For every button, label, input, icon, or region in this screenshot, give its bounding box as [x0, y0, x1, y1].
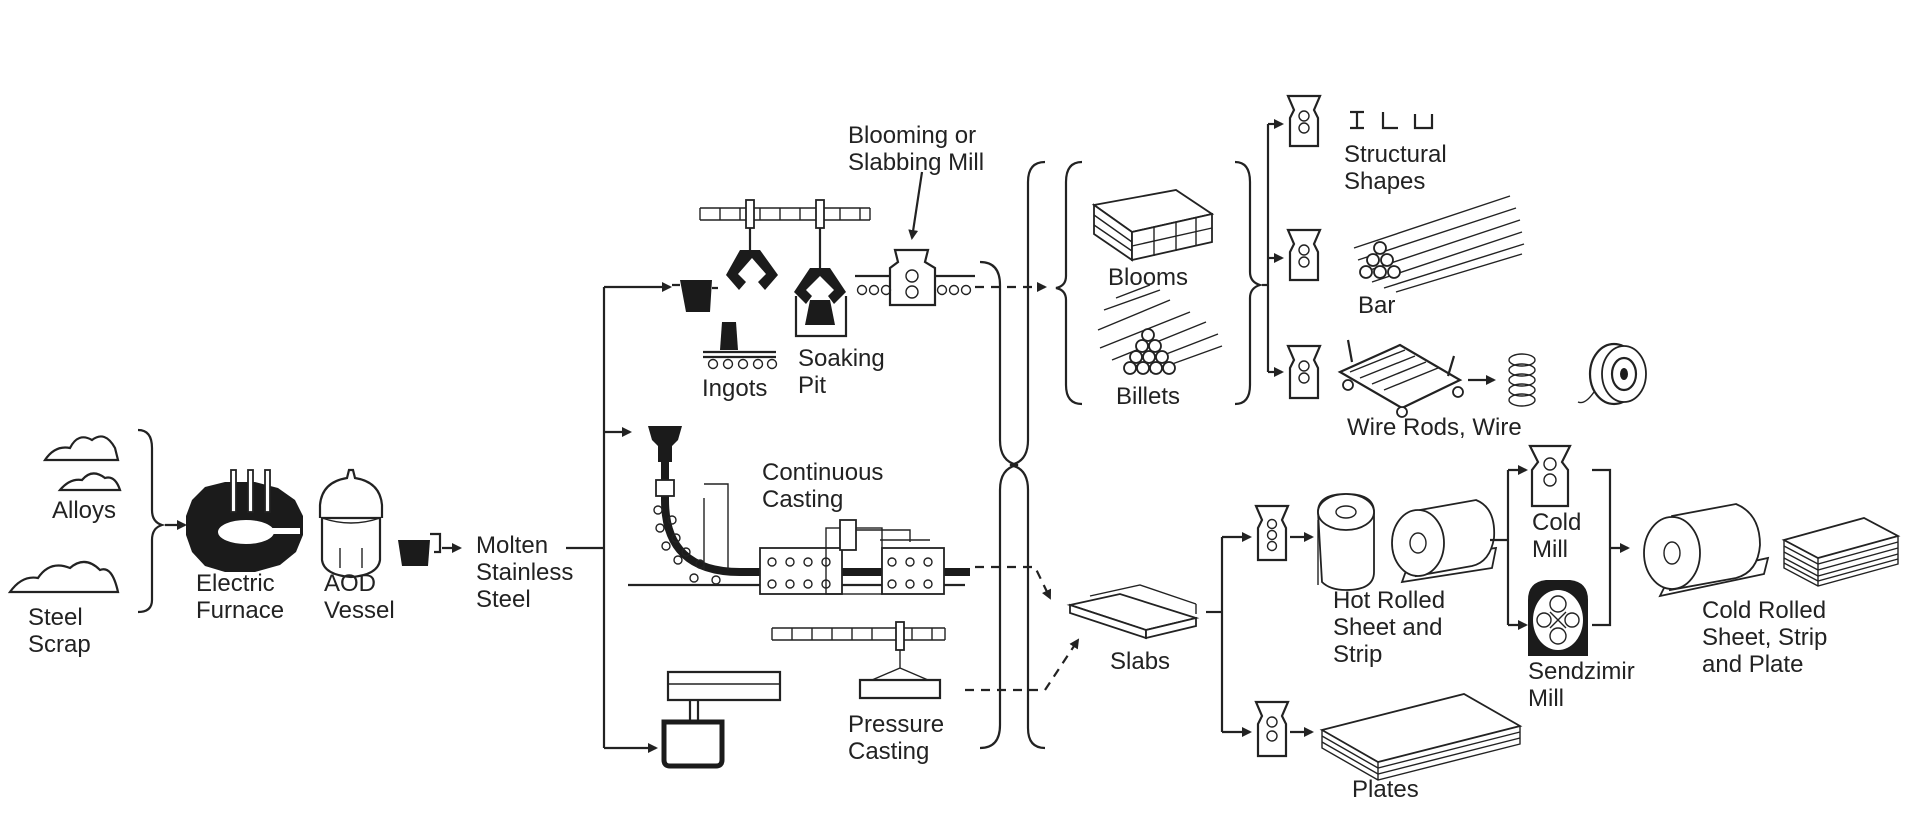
- cold-rolled-sheet-stack-icon: [1781, 517, 1901, 587]
- molten-steel-label: Molten Stainless Steel: [476, 532, 574, 613]
- plates-icon: [1319, 693, 1523, 781]
- soaking-pit-icon: [794, 296, 848, 338]
- structural-shapes-icon: [1350, 110, 1434, 130]
- plate-mill-stand-icon: [1254, 700, 1290, 758]
- steel-scrap-label: Steel Scrap: [28, 604, 91, 658]
- sendzimir-mill-label: Sendzimir Mill: [1528, 658, 1635, 712]
- crane-rail-icon: [699, 199, 871, 229]
- structural-mill-stand-icon: [1286, 94, 1322, 148]
- aod-vessel-icon: [318, 468, 384, 579]
- blooms-icon: [1091, 189, 1215, 262]
- semifinished-brace: [1009, 160, 1046, 750]
- casting-output-brace: [979, 260, 1019, 750]
- bar-mill-stand-icon: [1286, 228, 1322, 282]
- cold-merge-bracket: [1592, 468, 1612, 627]
- blooms-billets-brace: [1055, 160, 1083, 406]
- raw-material-brace: [137, 428, 166, 614]
- wire-spool-icon: [1577, 342, 1647, 406]
- alloys-label: Alloys: [52, 497, 117, 524]
- ingot-mold-icon: [672, 280, 718, 312]
- wire-coil-icon: [1508, 353, 1536, 407]
- plates-label: Plates: [1352, 776, 1419, 803]
- alloys-pile-icon: [42, 435, 122, 492]
- continuous-casting-label: Continuous Casting: [762, 459, 884, 513]
- sendzimir-mill-icon: [1528, 580, 1588, 656]
- blooming-mill-icon: [855, 248, 975, 307]
- cold-rolled-coil-icon: [1643, 503, 1770, 598]
- rod-mill-stand-icon: [1286, 344, 1322, 400]
- steel-scrap-pile-icon: [7, 560, 120, 594]
- bar-bundle-icon: [1353, 195, 1525, 293]
- hot-strip-mill-stand-icon: [1254, 504, 1290, 562]
- ingots-label: Ingots: [702, 375, 768, 402]
- cold-mill-stand-icon: [1528, 444, 1572, 508]
- pressure-casting-label: Pressure Casting: [848, 711, 945, 765]
- slabs-label: Slabs: [1110, 648, 1171, 675]
- ladle-icon: [398, 532, 442, 566]
- hot-rolled-strip-coil-icon: [1391, 499, 1498, 584]
- electric-furnace-icon: [186, 469, 303, 572]
- cold-rolled-label: Cold Rolled Sheet, Strip and Plate: [1702, 597, 1828, 678]
- dashed-continuous-to-slabs: [975, 565, 1052, 600]
- soaking-pit-label: Soaking Pit: [798, 345, 885, 399]
- billets-label: Billets: [1116, 383, 1181, 410]
- pressure-casting-crane-icon: [771, 621, 946, 700]
- hot-rolled-coil-icon: [1317, 493, 1375, 591]
- pressure-casting-mold-icon: [661, 670, 782, 769]
- blooming-mill-label: Blooming or Slabbing Mill: [848, 122, 985, 176]
- structural-shapes-label: Structural Shapes: [1344, 141, 1447, 195]
- ingot-tong-crane-icon: [726, 228, 778, 290]
- bar-label: Bar: [1358, 292, 1396, 319]
- wire-rods-label: Wire Rods, Wire: [1347, 414, 1522, 441]
- aod-vessel-label: AOD Vessel: [324, 570, 395, 624]
- hot-rolled-label: Hot Rolled Sheet and Strip: [1333, 587, 1446, 668]
- ingots-icon: [703, 322, 778, 370]
- slabs-icon: [1066, 584, 1200, 640]
- blooms-label: Blooms: [1108, 264, 1189, 291]
- dashed-pressure-to-slabs: [965, 638, 1080, 692]
- billets-icon: [1097, 284, 1223, 375]
- soaking-tong-crane-icon: [794, 228, 846, 325]
- pointer-to-blooming-mill: [908, 171, 924, 240]
- products-brace: [1234, 160, 1264, 406]
- continuous-casting-machine-icon: [628, 426, 970, 595]
- electric-furnace-label: Electric Furnace: [196, 570, 285, 624]
- cold-mill-label: Cold Mill: [1532, 509, 1582, 563]
- wire-rod-cart-icon: [1337, 339, 1464, 418]
